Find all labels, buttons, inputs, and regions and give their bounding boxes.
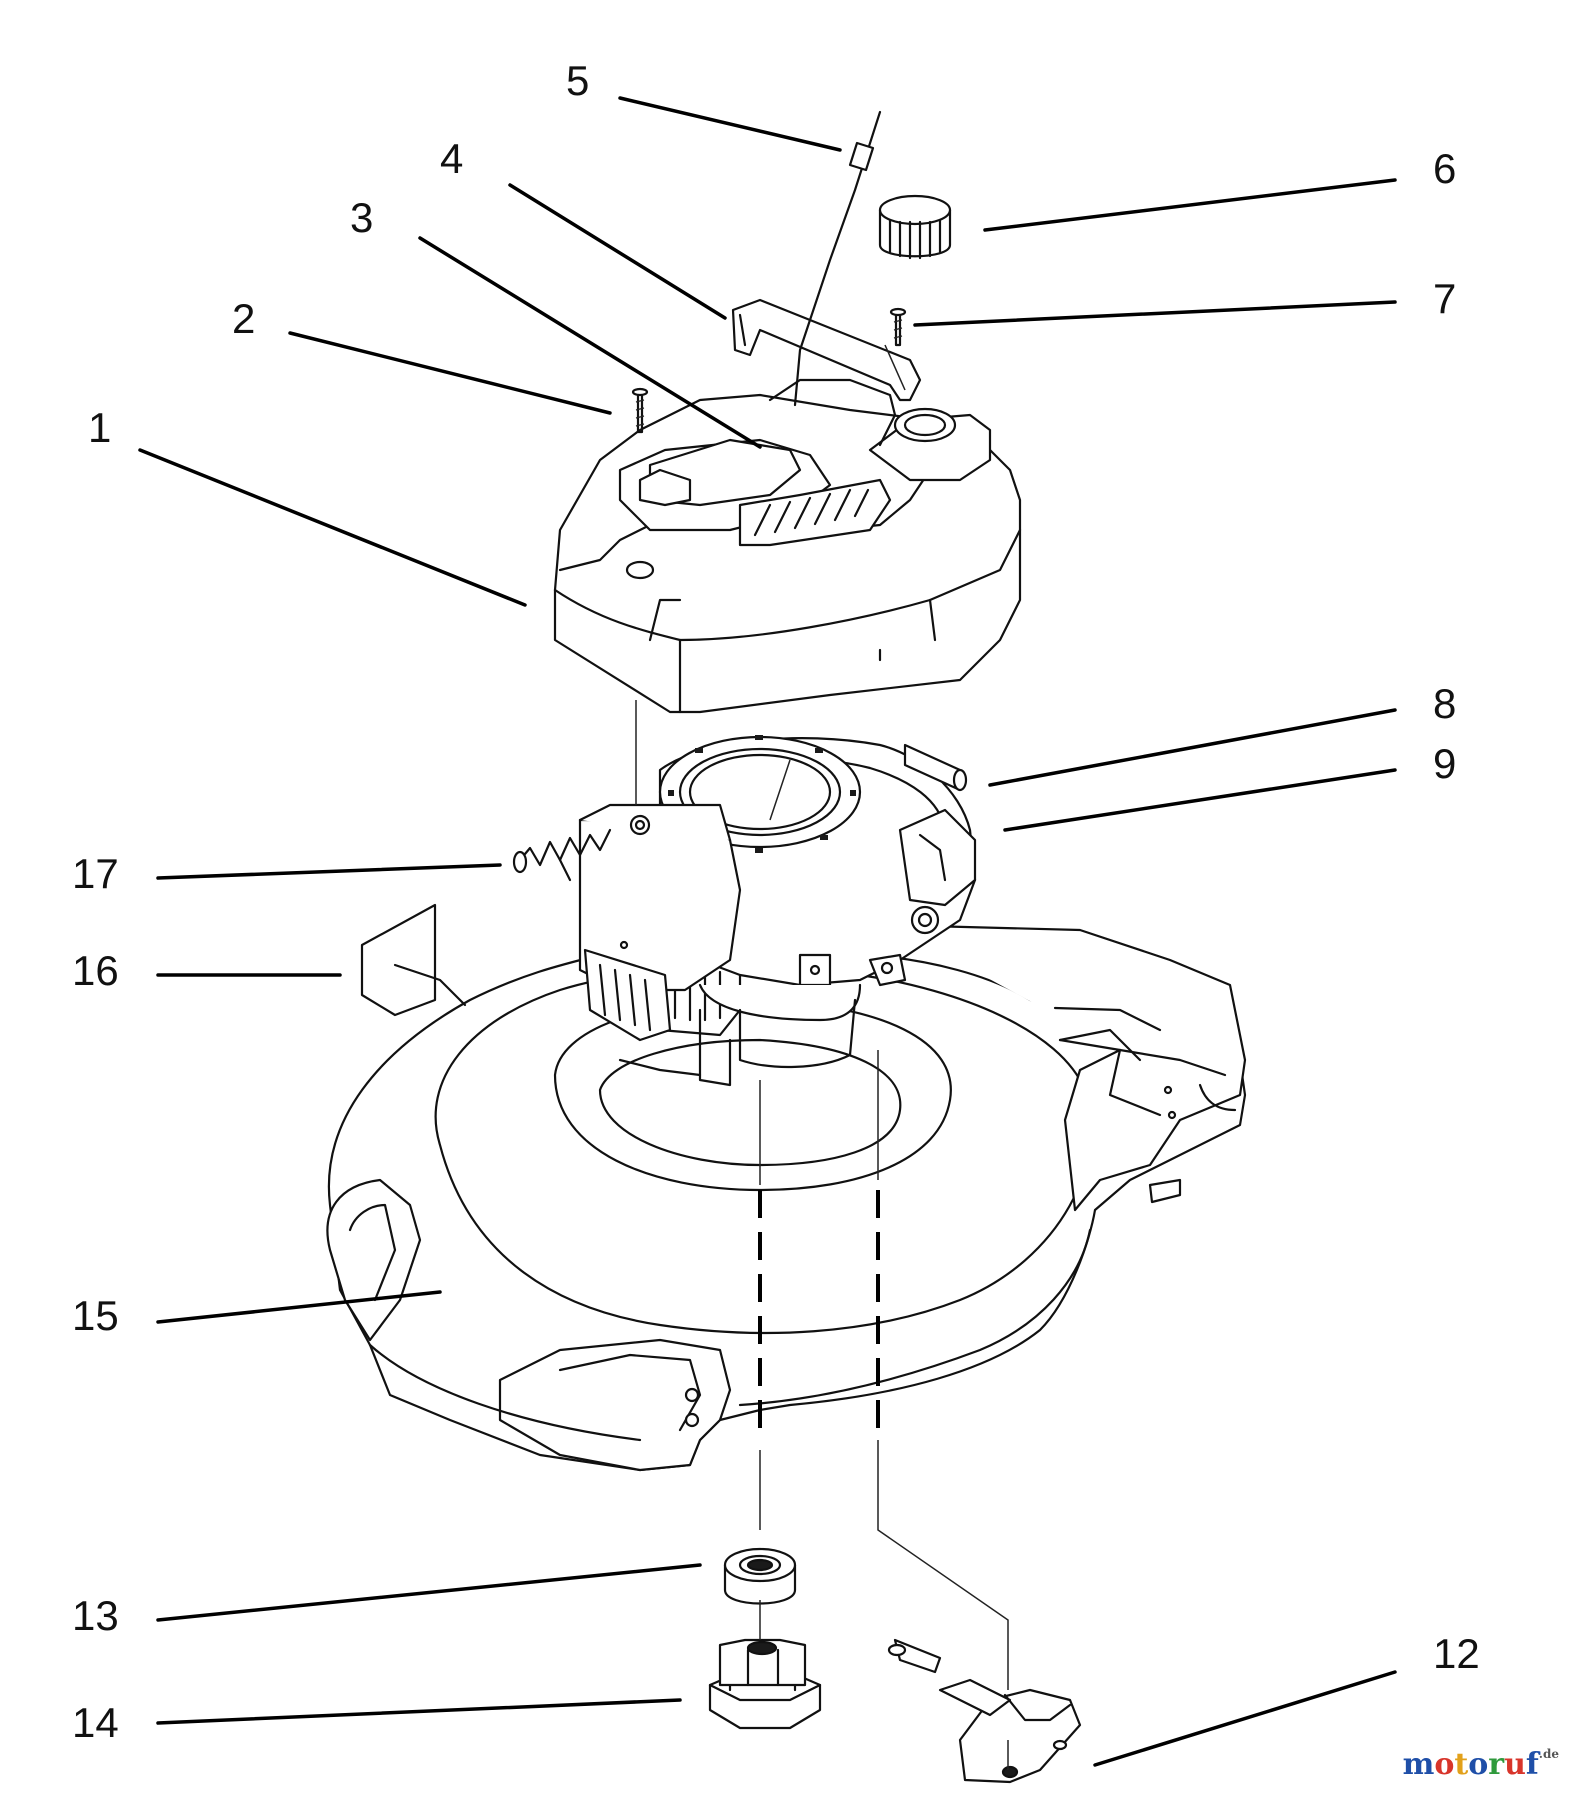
callout-12: 12 (1433, 1630, 1480, 1677)
screw-2 (631, 387, 649, 434)
leader-17 (156, 863, 502, 880)
leader-5 (618, 96, 842, 152)
screw-7 (889, 307, 907, 347)
callout-2: 2 (232, 295, 255, 342)
leader-2 (288, 331, 612, 415)
callout-7: 7 (1433, 275, 1456, 322)
callout-4: 4 (440, 135, 463, 182)
leader-6 (983, 178, 1397, 232)
callout-6: 6 (1433, 145, 1456, 192)
baffle (360, 903, 467, 1017)
leader-1 (138, 448, 527, 607)
fuel-cap (878, 194, 952, 260)
leader-13 (156, 1563, 702, 1622)
callout-labels: 1 2 3 4 5 6 7 8 9 12 13 14 15 16 17 (72, 57, 1480, 1746)
watermark-letter: o (1468, 1747, 1489, 1782)
watermark-letter: m (1402, 1747, 1435, 1782)
callout-13: 13 (72, 1592, 119, 1639)
callout-5: 5 (566, 57, 589, 104)
callout-16: 16 (72, 947, 119, 994)
leader-7 (913, 300, 1397, 327)
leader-9 (1003, 768, 1397, 832)
assembly-centerlines (635, 344, 1009, 1770)
callout-14: 14 (72, 1699, 119, 1746)
callout-9: 9 (1433, 740, 1456, 787)
leader-15 (156, 1290, 442, 1324)
engine-shroud-cover (553, 378, 1022, 714)
leader-8 (988, 708, 1397, 787)
leader-12 (1093, 1670, 1397, 1767)
callout-17: 17 (72, 850, 119, 897)
muffler (903, 743, 968, 792)
callout-1: 1 (88, 404, 111, 451)
control-bail (731, 298, 922, 402)
control-cable (793, 110, 882, 407)
blade-adapter (708, 1638, 822, 1730)
watermark-letter: r (1488, 1747, 1505, 1782)
engine (578, 735, 977, 1087)
leader-lines (138, 96, 1397, 1767)
watermark-letter: t (1454, 1747, 1469, 1782)
callout-3: 3 (350, 194, 373, 241)
leader-4 (508, 183, 727, 320)
leader-14 (156, 1698, 682, 1725)
callout-8: 8 (1433, 680, 1456, 727)
watermark-letter: o (1434, 1747, 1455, 1782)
callout-15: 15 (72, 1292, 119, 1339)
spring (512, 828, 612, 882)
bearing (723, 1547, 797, 1605)
watermark-letter: u (1504, 1747, 1526, 1782)
watermark-letter: f (1525, 1747, 1539, 1782)
baffle-bracket (887, 1638, 1082, 1784)
leader-3 (418, 236, 762, 449)
motoruf-watermark: motoruf.de (1403, 1747, 1559, 1782)
watermark-suffix: .de (1538, 1747, 1559, 1761)
